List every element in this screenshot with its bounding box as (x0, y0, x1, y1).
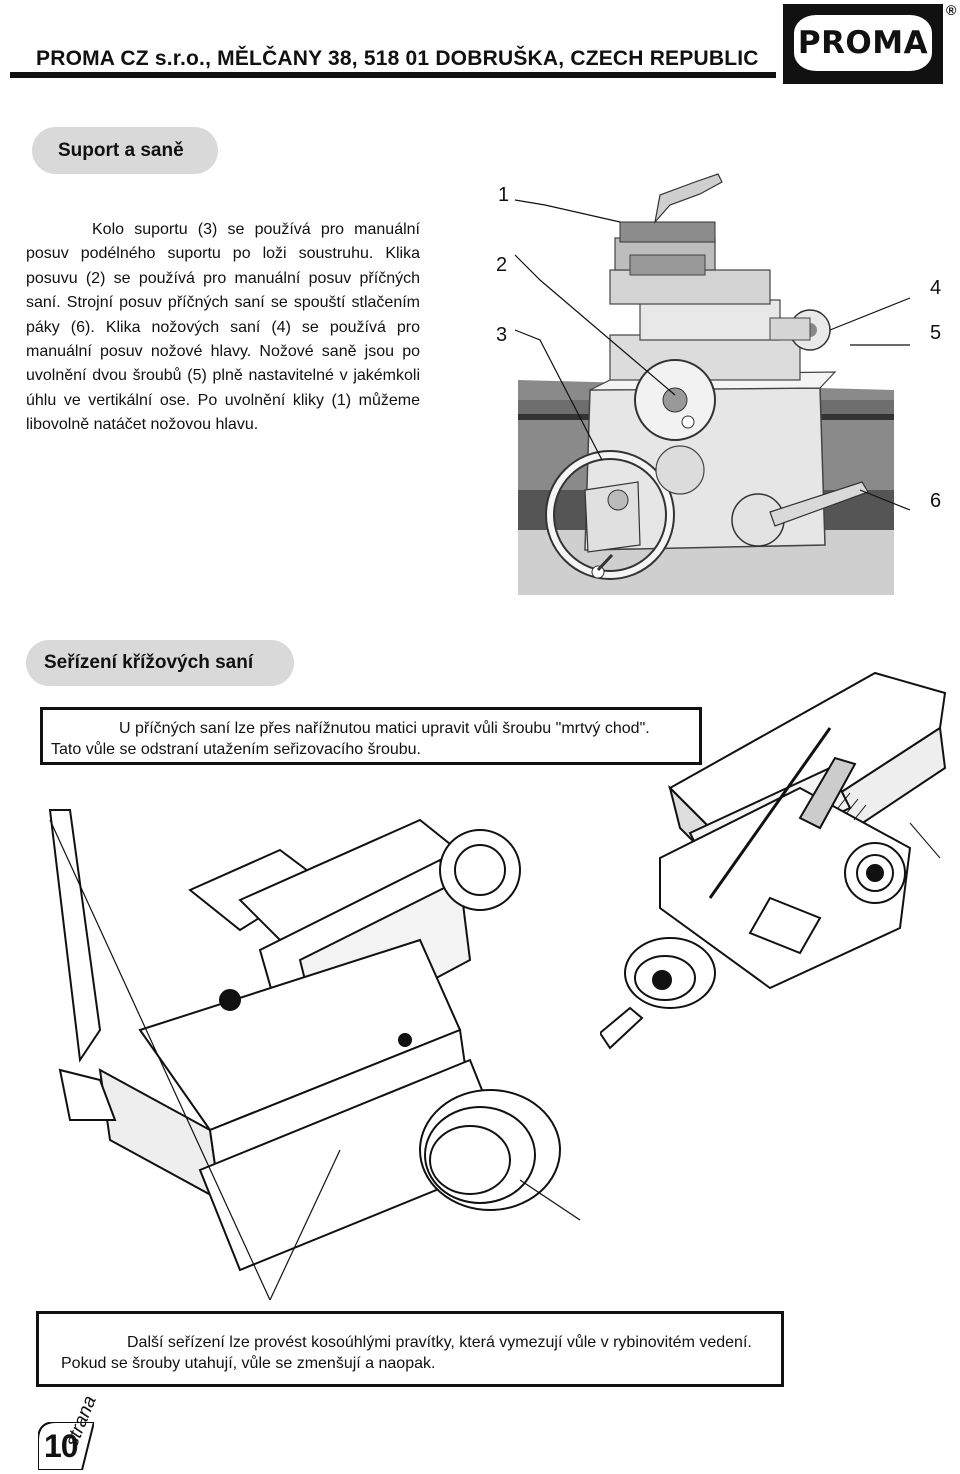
callout-6: 6 (930, 490, 942, 512)
callout-4: 4 (930, 277, 942, 299)
logo-text: PROMA (797, 25, 929, 61)
note-box-dead-travel: U příčných saní lze přes nařížnutou mati… (40, 707, 702, 765)
carriage-illustration (514, 173, 911, 595)
callout-1: 1 (498, 184, 510, 206)
registered-mark: ® (946, 2, 957, 18)
callout-5: 5 (930, 322, 942, 344)
callout-2: 2 (496, 254, 508, 276)
proma-logo: PROMA (783, 4, 943, 84)
company-address: PROMA CZ s.r.o., MĚLČANY 38, 518 01 DOBR… (36, 47, 759, 70)
callout-3: 3 (496, 324, 508, 346)
suport-description: Kolo suportu (3) se používá pro manuální… (26, 218, 420, 438)
section-title-serizeni: Seřízení křížových saní (26, 640, 294, 686)
cross-slide-drawing-upper (600, 671, 947, 1050)
header-rule (10, 72, 776, 78)
page-number: 10 (44, 1428, 79, 1464)
section-title-suport: Suport a saně (32, 127, 218, 174)
cross-slide-drawing-lower (48, 809, 581, 1301)
note-box-gibs: Další seřízení lze provést kosoúhlými pr… (36, 1311, 784, 1387)
note1-line2: Tato vůle se odstraní utažením seřizovac… (51, 741, 421, 758)
note2-line2: Pokud se šrouby utahují, vůle se zmenšuj… (61, 1355, 436, 1372)
note1-line1: U příčných saní lze přes nařížnutou mati… (119, 720, 650, 737)
suport-paragraph: Kolo suportu (3) se používá pro manuální… (26, 221, 420, 434)
note2-line1: Další seřízení lze provést kosoúhlými pr… (127, 1334, 752, 1351)
page-number-badge (38, 1422, 94, 1470)
